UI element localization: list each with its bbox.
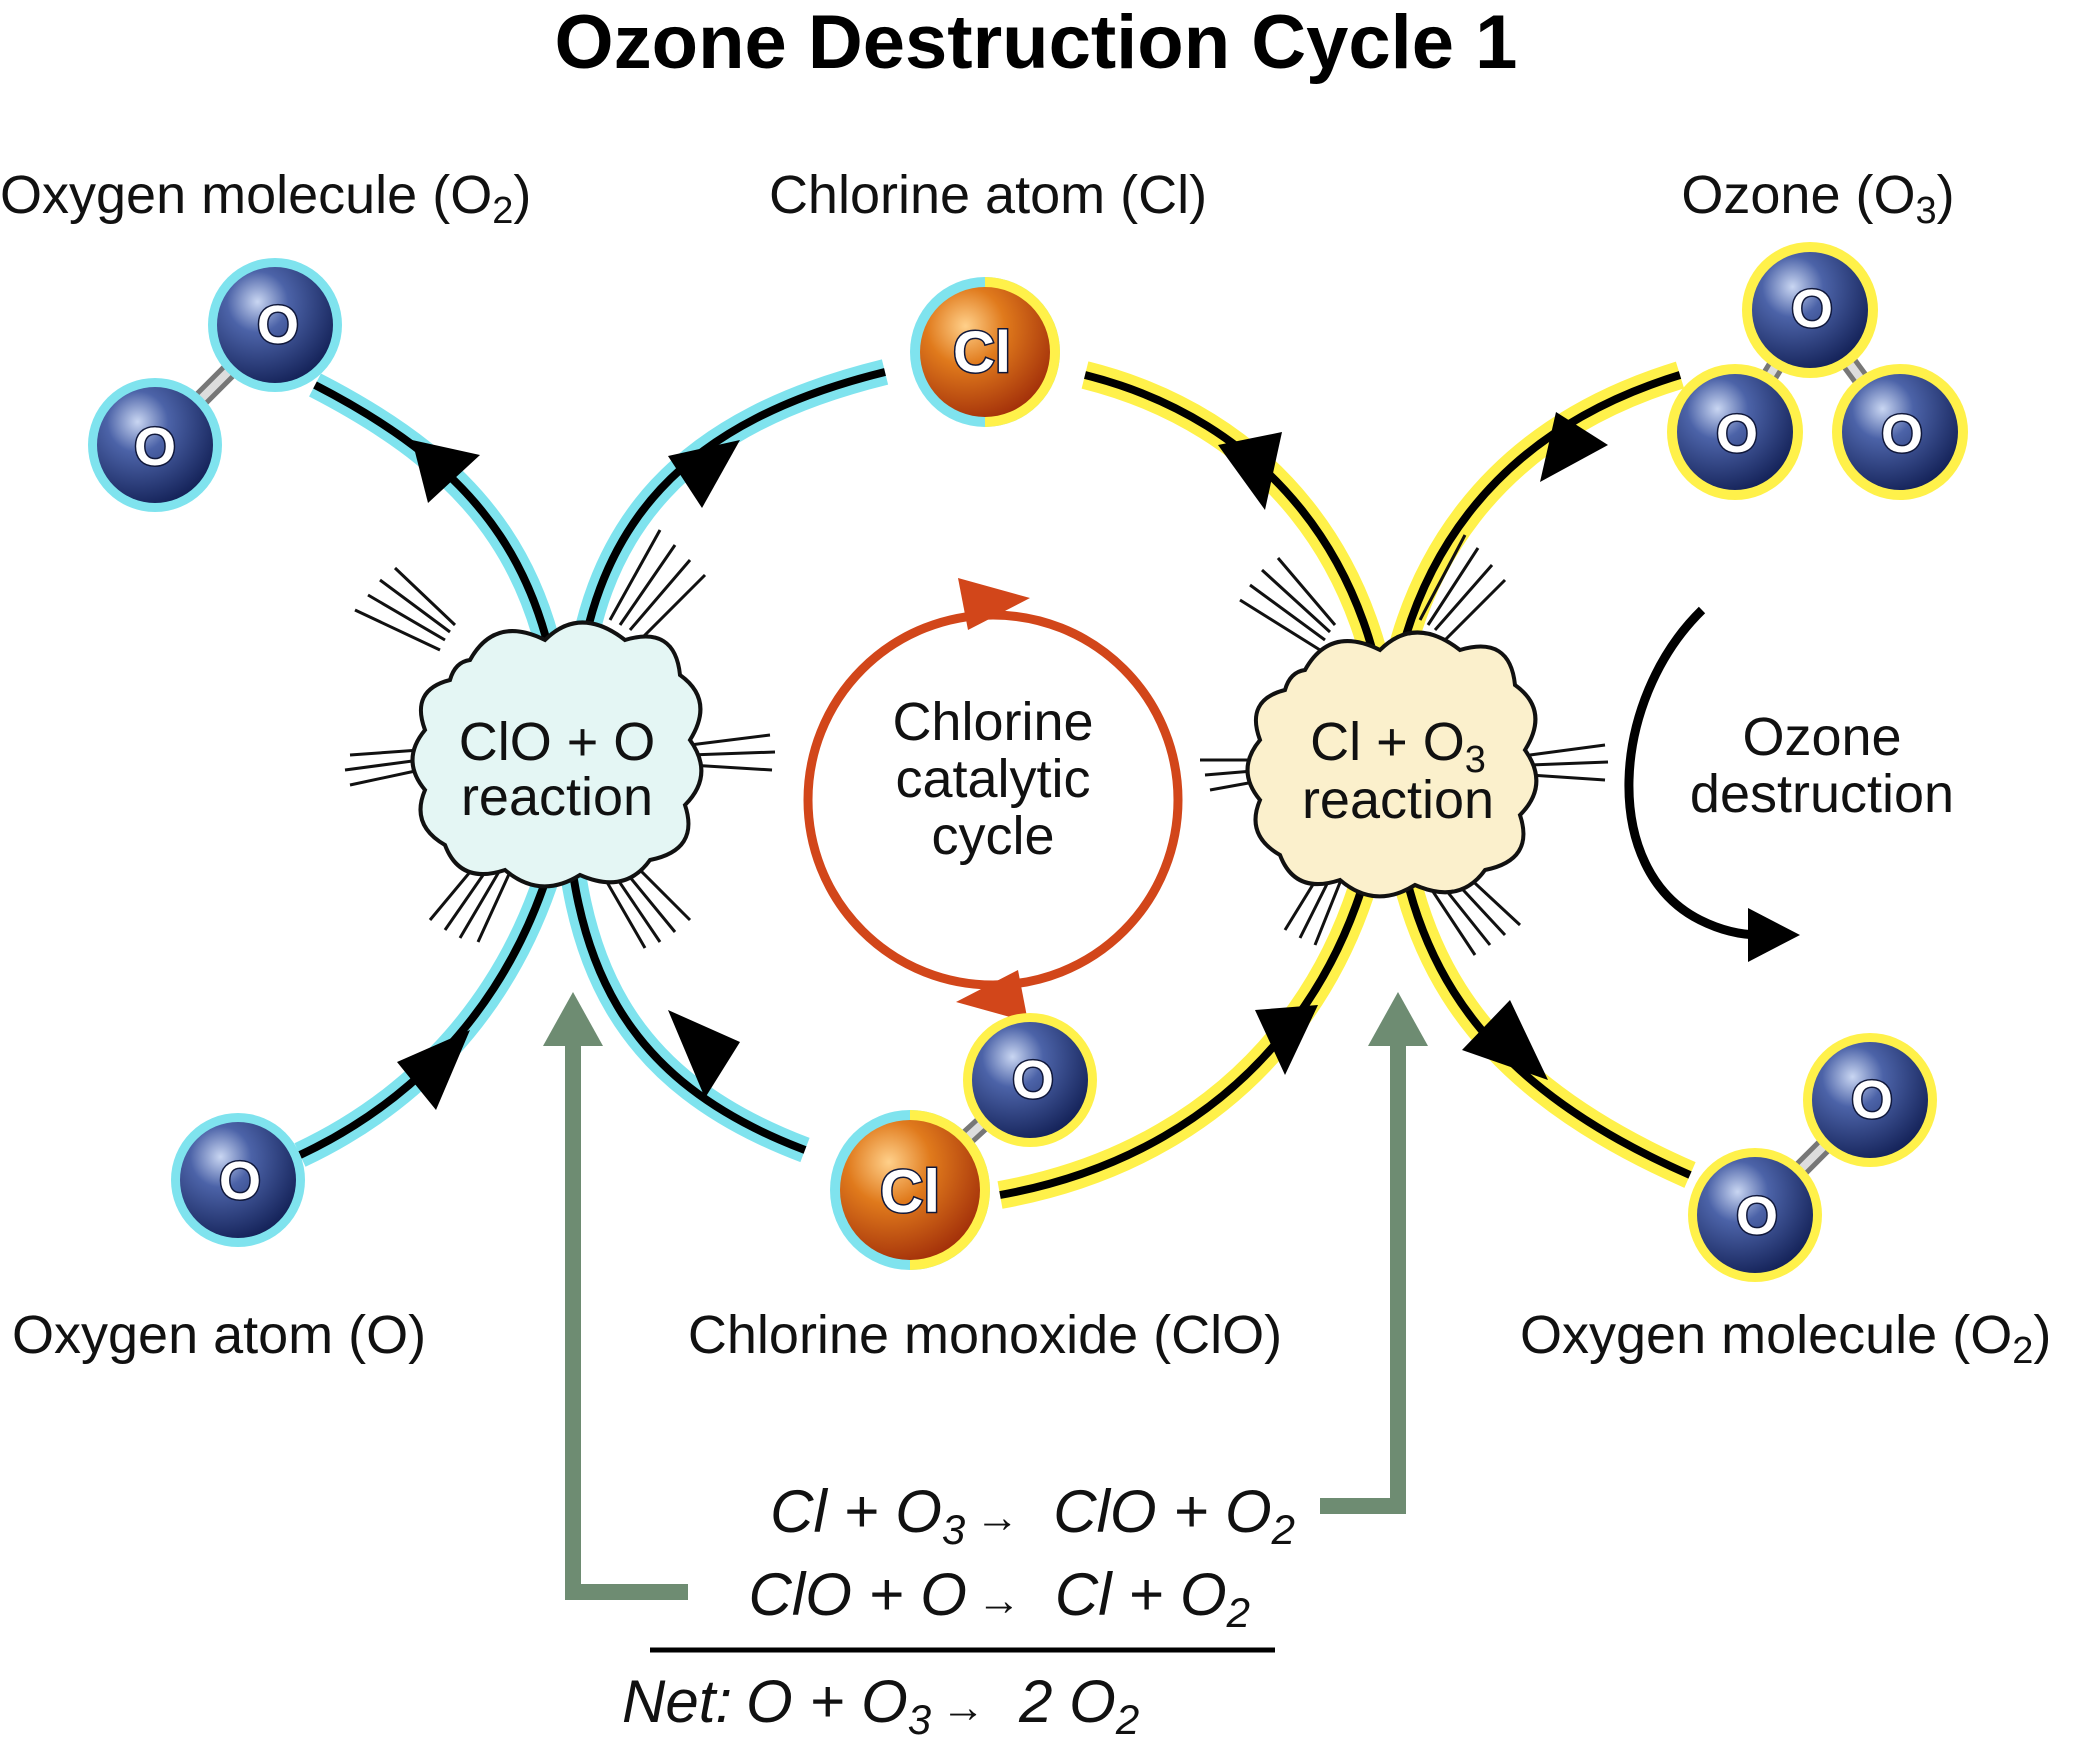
label-oxygen-molecule-bottom: Oxygen molecule (O2) — [1520, 1305, 2051, 1372]
label-chlorine-atom: Chlorine atom (Cl) — [769, 165, 1207, 225]
diagram-title: Ozone Destruction Cycle 1 — [555, 0, 1518, 85]
eq2-to-left-reaction — [565, 1040, 688, 1600]
eq-arrowhead-right — [1368, 992, 1428, 1046]
atom-o: O — [1851, 1070, 1893, 1130]
left-reaction-line1: ClO + O — [459, 712, 656, 772]
right-cloud — [1245, 630, 1539, 899]
left-cloud — [410, 620, 704, 889]
arrowhead-cl-in — [1218, 432, 1282, 510]
atom-o: O — [219, 1151, 261, 1211]
oxygen-molecule-bottom: O O — [1688, 1033, 1937, 1282]
atom-cl: Cl — [880, 1158, 940, 1225]
chlorine-catalytic-cycle: Chlorine catalytic cycle — [803, 578, 1183, 1022]
atom-cl: Cl — [953, 320, 1011, 385]
cycle-arrowhead-top — [958, 578, 1030, 630]
left-reaction-line2: reaction — [461, 767, 653, 827]
oxygen-molecule-top: O O — [88, 258, 342, 512]
cycle-label-1: Chlorine — [892, 692, 1093, 752]
atom-o: O — [1716, 404, 1758, 464]
clo-o-reaction-burst: ClO + O reaction — [344, 529, 776, 949]
chlorine-atom-top: Cl — [910, 277, 1060, 427]
eq1-to-right-reaction — [1320, 1040, 1406, 1514]
destruction-label-2: destruction — [1690, 764, 1954, 824]
ozone-molecule: O O O — [1667, 242, 1968, 500]
cl-o3-reaction-burst: Cl + O3 reaction — [1200, 534, 1609, 956]
atom-o: O — [1791, 279, 1833, 339]
right-reaction-line1: Cl + O3 — [1310, 712, 1486, 781]
path-arrowheads — [397, 412, 1608, 1110]
label-chlorine-monoxide: Chlorine monoxide (ClO) — [688, 1305, 1282, 1365]
net-equation: Net:O + O3→2 O2 — [622, 1668, 1139, 1741]
atom-o: O — [134, 417, 176, 477]
atom-o: O — [1736, 1186, 1778, 1246]
equation-link-arrows — [565, 1040, 1406, 1600]
cycle-label-2: catalytic — [895, 749, 1090, 809]
arrowhead-to-o2-top — [412, 440, 480, 503]
equation-2: ClO + O→Cl + O2 — [749, 1561, 1250, 1636]
equation-1: Cl + O3→ClO + O2 — [770, 1478, 1295, 1553]
oxygen-atom: O — [171, 1113, 305, 1247]
arrowhead-from-o — [397, 1030, 470, 1110]
atom-o: O — [1012, 1050, 1054, 1110]
label-ozone: Ozone (O3) — [1681, 165, 1954, 232]
eq-arrowhead-left — [543, 992, 603, 1046]
arrowhead-to-o2-bottom — [1462, 1000, 1548, 1080]
cycle-arrowhead-bottom — [956, 970, 1028, 1022]
arrowhead-to-clo — [1255, 1005, 1318, 1075]
label-oxygen-atom: Oxygen atom (O) — [12, 1305, 426, 1365]
arrowhead-o3-in — [1540, 412, 1608, 482]
arrowhead-to-cl — [668, 440, 740, 508]
label-oxygen-molecule-top: Oxygen molecule (O2) — [0, 165, 531, 232]
right-reaction-line2: reaction — [1302, 770, 1494, 830]
destruction-label-1: Ozone — [1742, 707, 1901, 767]
chlorine-monoxide-molecule: O Cl — [830, 1013, 1097, 1270]
ozone-destruction-indicator: Ozone destruction — [1624, 606, 1954, 962]
cycle-label-3: cycle — [931, 806, 1054, 866]
atom-o: O — [1881, 404, 1923, 464]
atom-o: O — [257, 295, 299, 355]
arrowhead-from-clo — [668, 1010, 740, 1098]
